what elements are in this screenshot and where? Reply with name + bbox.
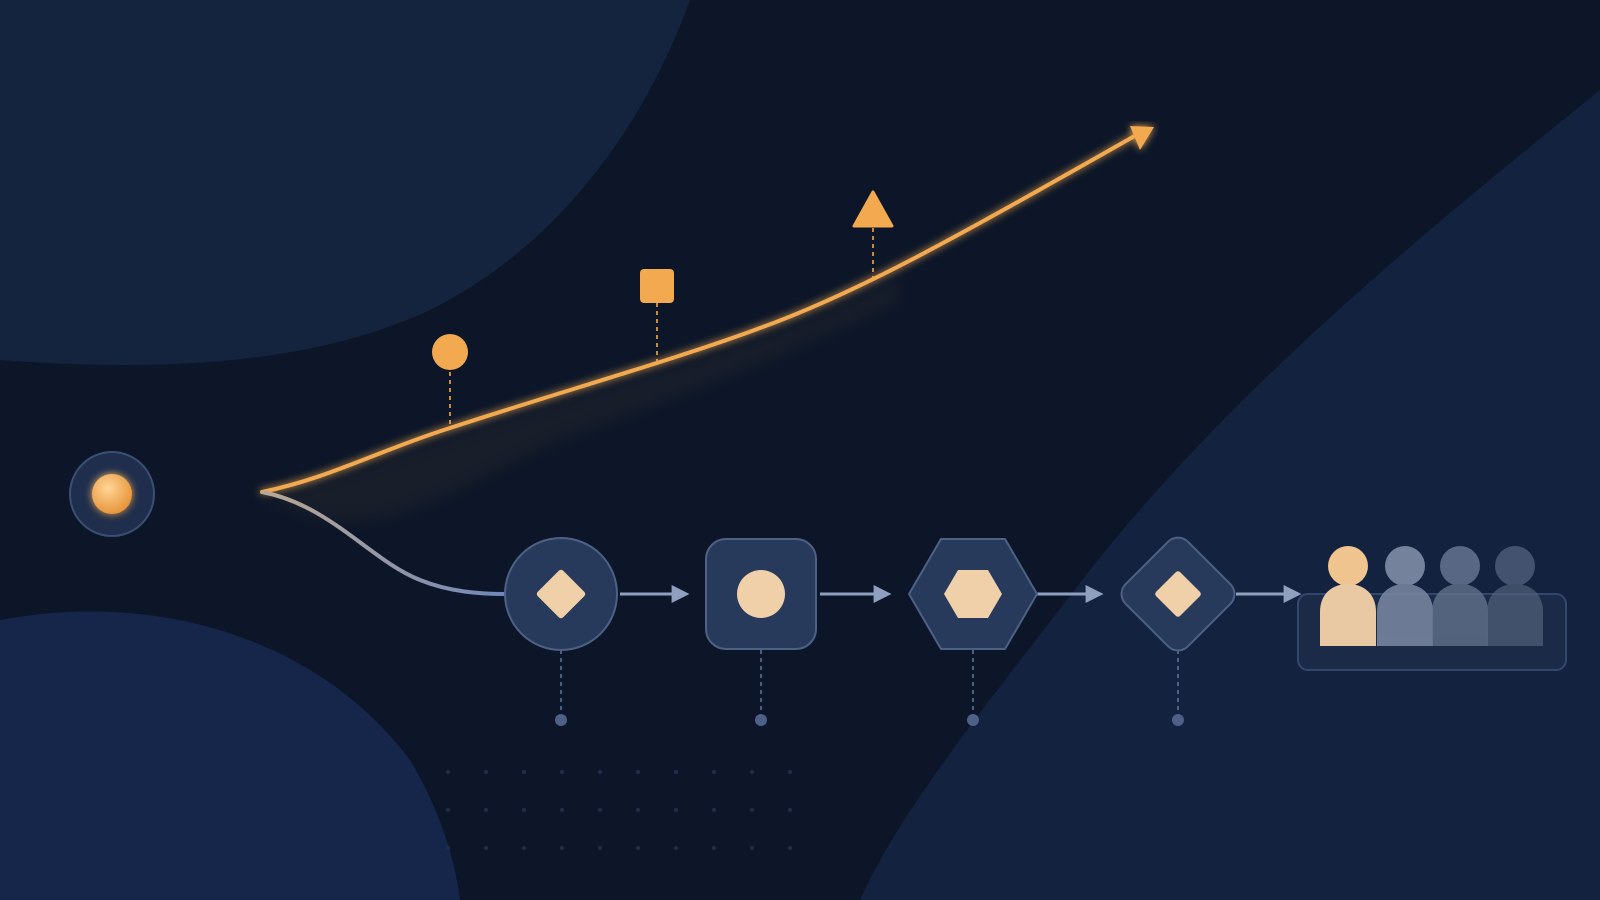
branch-glow: [262, 275, 900, 523]
background-blob-right: [860, 90, 1600, 900]
grid-dot: [521, 769, 527, 775]
grid-dot: [483, 769, 489, 775]
step-node-3: [908, 538, 1038, 726]
step-node-1: [504, 537, 618, 726]
grid-dot: [597, 845, 603, 851]
grid-dot: [597, 769, 603, 775]
lower-branch-path: [261, 490, 506, 596]
circle-marker-icon: [432, 334, 468, 370]
grid-dot: [787, 807, 793, 813]
step-3-anchor-dot: [967, 714, 979, 726]
upper-milestones: [432, 190, 894, 430]
triangle-marker-icon: [852, 190, 894, 228]
grid-dot: [711, 807, 717, 813]
grid-dot: [749, 845, 755, 851]
dot-grid: [445, 769, 793, 851]
step-4-anchor-dot: [1172, 714, 1184, 726]
grid-dot: [559, 769, 565, 775]
person-icon: [1320, 546, 1376, 646]
grid-dot: [445, 769, 451, 775]
square-marker-icon: [640, 269, 674, 303]
grid-dot: [559, 807, 565, 813]
grid-dot: [749, 807, 755, 813]
grid-dot: [749, 769, 755, 775]
diamond-glyph-icon: [1155, 571, 1201, 617]
person-icon: [1377, 546, 1433, 646]
arrowhead-icon: [1130, 126, 1154, 150]
grid-dot: [635, 807, 641, 813]
origin-circle-icon: [92, 474, 132, 514]
grid-dot: [711, 845, 717, 851]
grid-dot: [635, 845, 641, 851]
diamond-glyph-icon: [536, 569, 586, 619]
background-blob-top-left: [0, 0, 690, 365]
background-blob-bottom-left: [0, 611, 460, 900]
grid-dot: [787, 845, 793, 851]
step-node-4: [1120, 536, 1236, 726]
grid-dot: [673, 807, 679, 813]
grid-dot: [445, 845, 451, 851]
person-icon: [1432, 546, 1488, 646]
grid-dot: [673, 769, 679, 775]
grid-dot: [597, 807, 603, 813]
grid-dot: [483, 807, 489, 813]
grid-dot: [483, 845, 489, 851]
audience-group: [1297, 546, 1567, 671]
hexagon-glyph-icon: [944, 570, 1002, 618]
step-node-2: [705, 538, 817, 726]
grid-dot: [635, 769, 641, 775]
circle-glyph-icon: [737, 570, 785, 618]
grid-dot: [521, 807, 527, 813]
grid-dot: [559, 845, 565, 851]
step-1-anchor-dot: [555, 714, 567, 726]
grid-dot: [673, 845, 679, 851]
grid-dot: [521, 845, 527, 851]
person-icon: [1487, 546, 1543, 646]
grid-dot: [711, 769, 717, 775]
step-2-anchor-dot: [755, 714, 767, 726]
grid-dot: [445, 807, 451, 813]
grid-dot: [787, 769, 793, 775]
upper-growth-path: [260, 131, 1142, 494]
origin-node: [69, 451, 155, 537]
